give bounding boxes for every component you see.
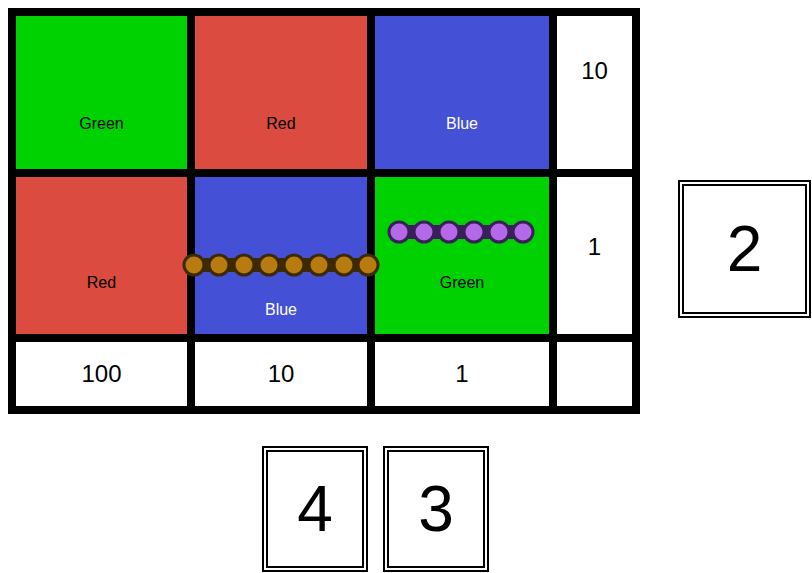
cell-fill (16, 177, 187, 334)
color-name: Blue (446, 115, 478, 133)
grid-ground (8, 8, 640, 414)
color-name: Blue (265, 301, 297, 319)
number-box: 3 (383, 446, 489, 572)
table-cell-number: 10 (195, 342, 367, 406)
color-name: Red (87, 274, 116, 292)
number-box: 2 (678, 180, 811, 318)
table-cell-number: 10 (557, 16, 632, 126)
color-cell: Red (195, 16, 367, 169)
purple-bead-chain (389, 222, 533, 242)
clue-number: 4 (297, 474, 333, 544)
color-cell: Blue (375, 16, 549, 169)
color-cell: Red (16, 177, 187, 334)
clue-number: 3 (418, 474, 454, 544)
table-cell-number: 100 (16, 342, 187, 406)
color-name: Green (440, 274, 484, 292)
cell-fill (195, 16, 367, 169)
number-box: 4 (262, 446, 368, 572)
color-name: Green (79, 115, 123, 133)
cell-fill (375, 16, 549, 169)
cell-fill (16, 16, 187, 169)
color-cell: Blue (195, 177, 367, 334)
color-cell: Green (16, 16, 187, 169)
color-cell: Green (375, 177, 549, 334)
cell-fill (375, 177, 549, 334)
brown-bead-chain (184, 255, 378, 275)
table-cell-number: 1 (557, 177, 632, 317)
cell-fill (195, 177, 367, 334)
table-cell-number: 1 (375, 342, 549, 406)
grid-lines (8, 8, 640, 414)
clue-number: 2 (727, 214, 763, 284)
color-name: Red (266, 115, 295, 133)
